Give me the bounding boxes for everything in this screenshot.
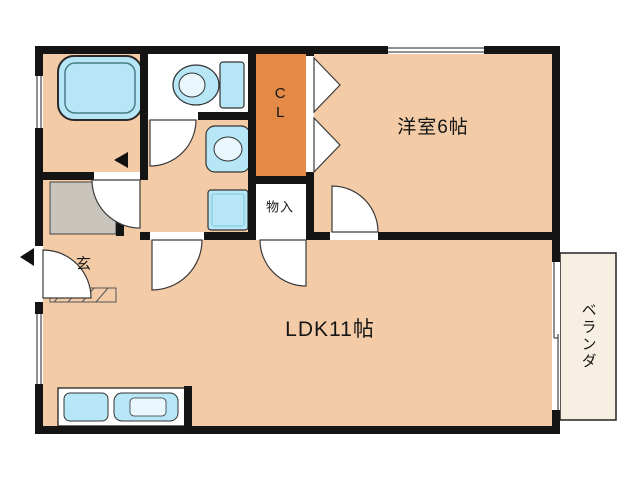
entrance-opening xyxy=(35,246,43,302)
bath-window-icon xyxy=(36,76,42,128)
western-room-label: 洋室6帖 xyxy=(397,117,469,139)
storage-area xyxy=(252,182,308,234)
washroom-door-arc xyxy=(151,239,203,291)
ldk-label: LDK11帖 xyxy=(285,317,375,341)
room-window-opening xyxy=(388,46,484,54)
kitchen-counter-icon xyxy=(57,387,187,427)
wall-bottom xyxy=(35,426,560,434)
bathroom-door-arc xyxy=(91,179,141,229)
ldk-window-opening xyxy=(35,314,43,384)
washer-pan-icon xyxy=(207,189,249,231)
storage-door-opening xyxy=(256,232,306,240)
washbasin-icon xyxy=(205,125,251,173)
bathroom-arrow-icon xyxy=(114,152,128,168)
veranda-slider-opening xyxy=(552,262,560,410)
entrance-door-arc xyxy=(42,249,92,299)
door-arrows xyxy=(20,152,128,266)
window-lines xyxy=(36,47,559,410)
closet-area xyxy=(252,54,308,178)
closet-door-upper-icon xyxy=(313,56,341,114)
room-door-opening xyxy=(330,232,378,240)
bath-door-opening xyxy=(94,172,140,180)
entrance-label: 玄 xyxy=(75,255,93,273)
toilet-door-arc xyxy=(149,119,197,167)
toilet-icon xyxy=(172,61,245,109)
entrance-arrow-icon xyxy=(20,248,34,266)
wall-top xyxy=(35,46,560,54)
western-room-door-arc xyxy=(331,185,379,233)
closet-door-lower-icon xyxy=(313,116,341,174)
closet-label: CL xyxy=(271,85,289,123)
wall-wash-closet xyxy=(248,46,256,240)
veranda-slider-icon xyxy=(553,262,559,410)
bath-window-opening xyxy=(35,76,43,128)
veranda-area xyxy=(559,252,617,421)
closet-opening xyxy=(306,56,314,172)
wall-kitchen-stub xyxy=(184,386,192,434)
wall-bath-bottom xyxy=(35,172,148,180)
wall-closet-bottom xyxy=(248,176,314,184)
closet-bifold-doors xyxy=(313,56,341,174)
bathtub-icon xyxy=(57,55,143,121)
ldk-window-icon xyxy=(36,314,42,384)
wall-openings xyxy=(35,46,560,410)
veranda-label: ベランダ xyxy=(579,302,597,370)
wash-door-opening xyxy=(150,232,204,240)
storage-door-arc xyxy=(259,239,307,287)
room-window-icon xyxy=(388,47,484,53)
wall-left xyxy=(35,46,43,434)
door-arcs xyxy=(42,119,379,299)
storage-label: 物入 xyxy=(265,199,295,215)
toilet-door-opening xyxy=(148,112,198,120)
